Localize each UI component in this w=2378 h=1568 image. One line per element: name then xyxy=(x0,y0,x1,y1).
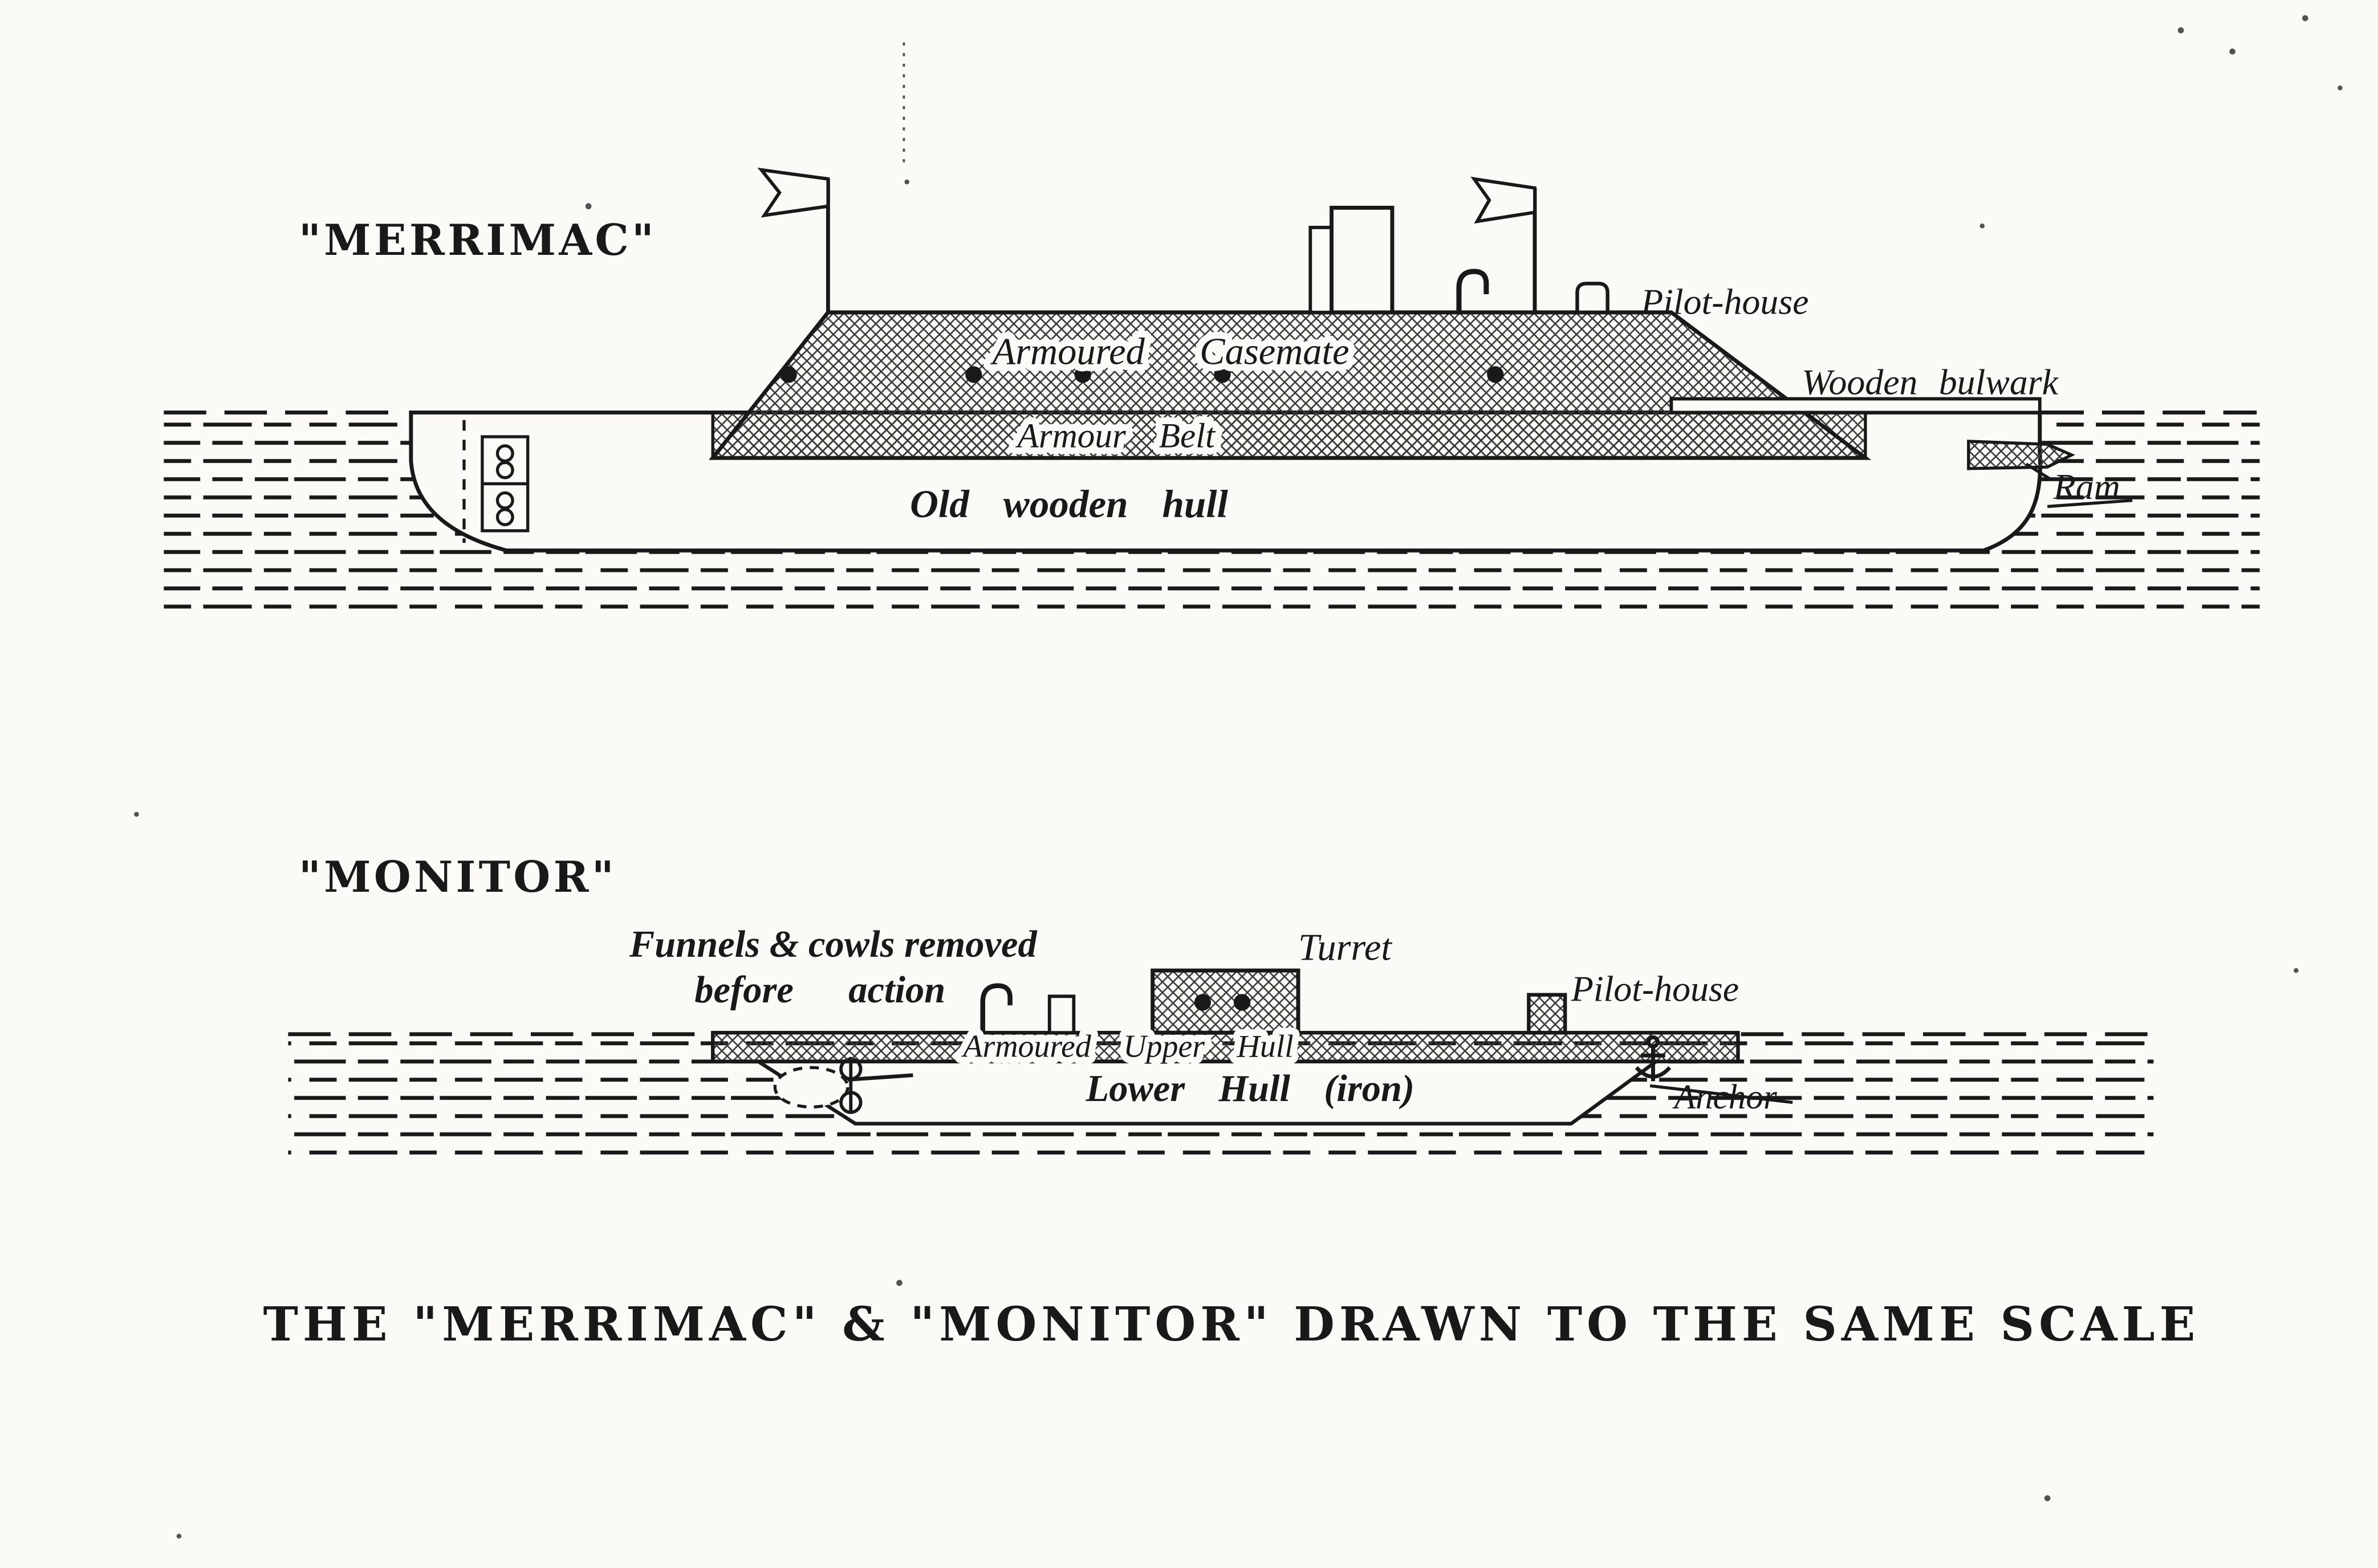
monitor-anchor-label: Anchor xyxy=(1672,1078,1777,1116)
scan-specks xyxy=(134,15,2343,1539)
merrimac-casemate xyxy=(709,310,1872,460)
monitor-upper-hull-label: Armoured Upper Hull xyxy=(961,1029,1293,1065)
merrimac-steam-pipe xyxy=(1456,269,1489,312)
merrimac-gunports xyxy=(780,366,1504,383)
monitor-funnel-stub xyxy=(1047,994,1076,1035)
monitor-cowl xyxy=(980,983,1013,1033)
merrimac-bulwark-label: Wooden bulwark xyxy=(1802,361,2059,402)
monitor-pilot-house xyxy=(1527,993,1567,1035)
monitor-pilot-house-label: Pilot-house xyxy=(1571,968,1739,1009)
monitor-funnels-note-line1: Funnels & cowls removed xyxy=(629,924,1038,965)
merrimac-flag-left xyxy=(757,167,830,312)
monitor-turret xyxy=(1151,968,1300,1035)
merrimac-propeller xyxy=(481,435,530,533)
monitor-anchor xyxy=(1635,1035,1672,1082)
monitor-deck xyxy=(711,1030,1740,1063)
merrimac-figure: "MERRIMAC" Armoured Casemate Pilot-house… xyxy=(164,167,2260,613)
monitor-funnels-note-line2: before action xyxy=(694,969,945,1011)
merrimac-title: "MERRIMAC" xyxy=(299,215,657,265)
merrimac-pilot-house-label: Pilot-house xyxy=(1640,282,1808,322)
merrimac-pilot-house xyxy=(1575,282,1609,315)
monitor-figure: "MONITOR" Funnels & cowls removed before… xyxy=(288,852,2154,1160)
merrimac-funnel xyxy=(1330,205,1395,315)
merrimac-ram xyxy=(1967,440,2075,470)
merrimac-bulwark xyxy=(1669,397,2042,415)
merrimac-ram-underline xyxy=(2047,499,2133,508)
merrimac-ram-pointer xyxy=(2025,462,2051,481)
merrimac-casemate-label: Armoured Casemate xyxy=(990,331,1349,372)
monitor-anchor-pointer xyxy=(1649,1084,1793,1104)
monitor-title: "MONITOR" xyxy=(299,852,617,902)
monitor-turret-label: Turret xyxy=(1298,927,1392,969)
monitor-turret-guns xyxy=(1194,994,1251,1011)
merrimac-hull-label: Old wooden hull xyxy=(910,482,1229,526)
merrimac-armour-belt-label: Armour Belt xyxy=(1015,417,1216,456)
merrimac-ram-label: Ram xyxy=(2053,466,2120,507)
figure-caption: THE "MERRIMAC" & "MONITOR" DRAWN TO THE … xyxy=(263,1297,2200,1352)
monitor-lower-hull-label: Lower Hull (iron) xyxy=(1086,1068,1414,1110)
merrimac-flag-right xyxy=(1470,176,1537,312)
merrimac-funnel-small xyxy=(1308,226,1334,314)
